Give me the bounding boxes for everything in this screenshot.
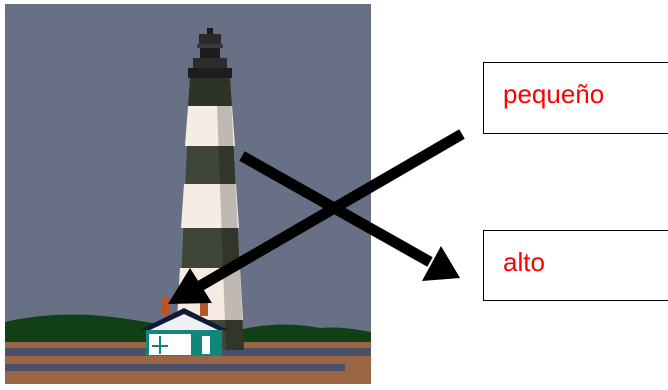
label-tall: alto xyxy=(503,249,545,275)
label-box-tall: alto xyxy=(483,230,668,301)
road-stripe-lower xyxy=(5,364,345,371)
label-box-small: pequeño xyxy=(483,62,668,134)
label-small: pequeño xyxy=(503,81,604,107)
